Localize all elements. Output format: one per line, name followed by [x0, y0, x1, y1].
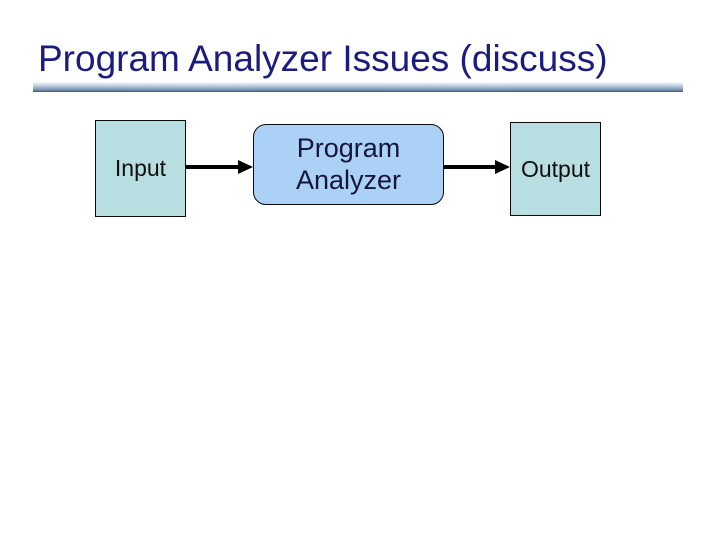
- diagram-node-program-analyzer: Program Analyzer: [253, 124, 444, 205]
- diagram-node-output: Output: [510, 122, 601, 216]
- diagram-node-output-label: Output: [520, 155, 591, 182]
- diagram-node-input: Input: [95, 120, 186, 217]
- arrow-analyzer-to-output-icon: [444, 160, 510, 174]
- diagram-node-input-label: Input: [114, 155, 167, 181]
- slide-title: Program Analyzer Issues (discuss): [38, 38, 608, 79]
- diagram-node-program-analyzer-label: Program Analyzer: [295, 132, 402, 195]
- arrow-input-to-analyzer-icon: [185, 160, 253, 174]
- title-underline-bar: [33, 82, 683, 92]
